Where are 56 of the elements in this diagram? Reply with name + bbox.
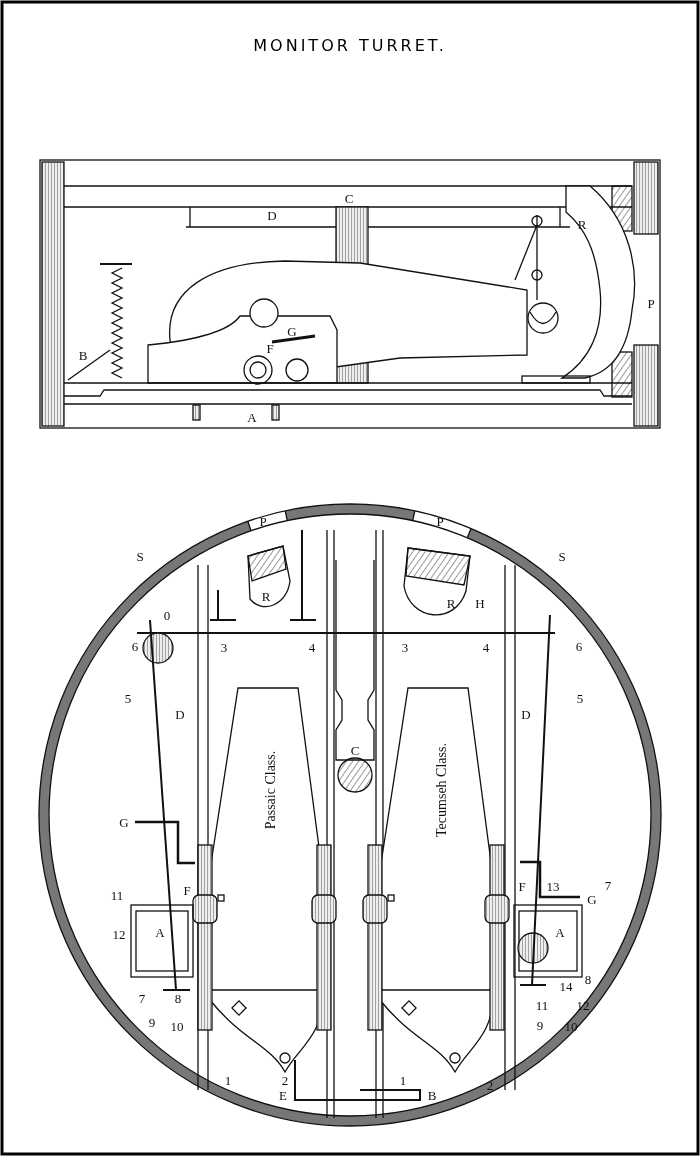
part-number: 3: [401, 640, 409, 654]
part-number: 6: [131, 639, 139, 653]
part-letter: G: [287, 324, 297, 338]
part-number: 12: [576, 998, 590, 1012]
part-letter: D: [521, 707, 531, 721]
part-number: 9: [148, 1015, 156, 1029]
part-number: 11: [110, 888, 124, 902]
part-letter: P: [259, 514, 267, 528]
part-letter: G: [587, 892, 597, 906]
drawing-title: MONITOR TURRET.: [253, 36, 447, 55]
part-letter: S: [558, 549, 566, 563]
part-number: 10: [170, 1019, 184, 1033]
part-number: 6: [575, 639, 583, 653]
part-letter: F: [266, 341, 274, 355]
part-number: 12: [112, 927, 126, 941]
part-number: 5: [576, 691, 584, 705]
part-number: 7: [138, 991, 146, 1005]
part-number: 3: [220, 640, 228, 654]
part-number: 1: [224, 1073, 232, 1087]
part-letter: F: [518, 879, 526, 893]
part-number: 8: [584, 972, 592, 986]
part-number: 1: [399, 1073, 407, 1087]
class-label: Tecumseh Class.: [434, 743, 448, 837]
part-letter: R: [446, 596, 456, 610]
part-number: 5: [124, 691, 132, 705]
part-letter: A: [555, 925, 565, 939]
part-number: 8: [174, 991, 182, 1005]
part-letter: A: [155, 925, 165, 939]
part-letter: S: [136, 549, 144, 563]
part-number: 14: [559, 979, 573, 993]
part-letter: D: [175, 707, 185, 721]
part-number: 11: [535, 998, 549, 1012]
part-number: 10: [564, 1019, 578, 1033]
part-number: 7: [604, 878, 612, 892]
part-letter: E: [279, 1088, 287, 1102]
part-number: 4: [308, 640, 316, 654]
part-letter: C: [350, 743, 360, 757]
part-letter: B: [427, 1088, 437, 1102]
part-letter: R: [577, 217, 587, 231]
part-letter: H: [475, 596, 485, 610]
part-letter: P: [647, 296, 655, 310]
class-label: Passaic Class.: [263, 750, 277, 830]
part-number: 9: [536, 1018, 544, 1032]
part-number: 2: [486, 1078, 494, 1092]
part-letter: R: [261, 589, 271, 603]
part-number: 0: [163, 608, 171, 622]
part-number: 2: [281, 1073, 289, 1087]
part-number: 13: [546, 879, 560, 893]
part-letter: A: [247, 410, 257, 424]
part-letter: B: [78, 348, 88, 362]
part-letter: P: [436, 514, 444, 528]
part-letter: F: [183, 883, 191, 897]
part-letter: D: [267, 208, 277, 222]
part-letter: G: [119, 815, 129, 829]
part-number: 4: [482, 640, 490, 654]
part-letter: C: [344, 191, 354, 205]
